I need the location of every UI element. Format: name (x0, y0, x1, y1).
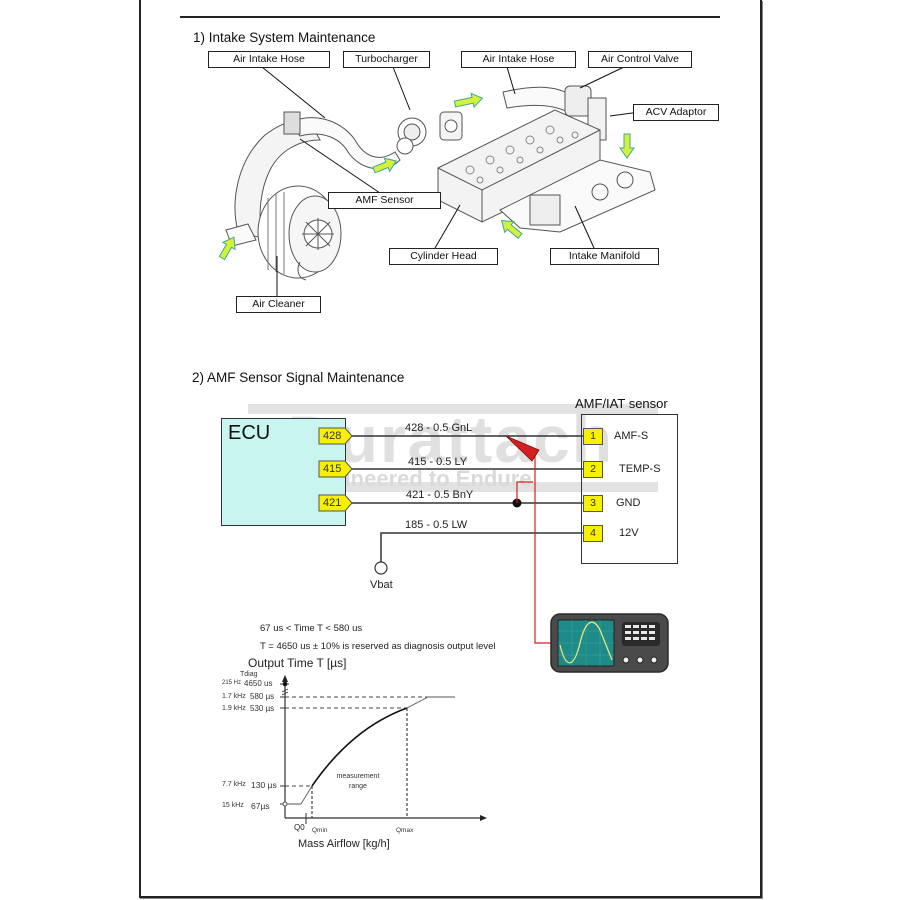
flow-arrow-icon (453, 92, 484, 109)
series-ramp (300, 785, 313, 805)
sensor-block (581, 414, 678, 564)
series-upper-ramp (406, 696, 429, 709)
sensor-pin-3: 3 (583, 495, 603, 512)
header-rule (180, 16, 720, 18)
callout-air-intake-hose-right: Air Intake Hose (461, 51, 576, 68)
vbat-terminal (374, 561, 388, 575)
sensor-pin-4: 4 (583, 525, 603, 542)
y-tick-time-130: 130 µs (251, 780, 277, 790)
ecu-label: ECU (228, 422, 271, 444)
flow-arrow-icon (619, 133, 635, 159)
wire-label-185: 185 - 0.5 LW (405, 519, 468, 531)
ecu-pin-tags (318, 427, 353, 512)
wire-185 (380, 532, 584, 563)
x-tick-q0: Q0 (294, 823, 305, 832)
sensor-pin-1: 1 (583, 428, 603, 445)
probe-lead (534, 452, 556, 644)
callout-air-control-valve: Air Control Valve (588, 51, 692, 68)
intake-hose-drawing (283, 111, 401, 170)
turbocharger-drawing (396, 111, 463, 155)
axis-break-mark (281, 688, 289, 696)
y-tick-time-67: 67µs (251, 801, 270, 811)
y-tick-freq-215: 215 Hz (222, 680, 242, 686)
callout-turbocharger: Turbocharger (343, 51, 430, 68)
chart-title: Output Time T [µs] (248, 656, 347, 670)
note-range: 67 us < Time T < 580 us (260, 623, 363, 634)
ecu-pin-428-tag (318, 427, 353, 445)
y-tick-freq-130: 7.7 kHz (222, 781, 246, 788)
callout-air-intake-hose-left: Air Intake Hose (208, 51, 330, 68)
note-diagnosis: T = 4650 us ± 10% is reserved as diagnos… (260, 641, 496, 652)
vbat-label: Vbat (370, 579, 393, 591)
flow-arrows (218, 92, 635, 261)
callout-cylinder-head: Cylinder Head (389, 248, 498, 265)
air-cleaner-drawing (225, 119, 342, 281)
callout-air-cleaner: Air Cleaner (236, 296, 321, 313)
tdiag-point (282, 681, 288, 687)
ecu-pin-421: 421 (323, 497, 342, 509)
section-1-title: 1) Intake System Maintenance (193, 30, 376, 45)
wire-label-428: 428 - 0.5 GnL (405, 422, 473, 434)
y-tick-freq-530: 1.9 kHz (222, 705, 246, 712)
ecu-pin-428: 428 (323, 430, 342, 442)
callout-acv-adaptor: ACV Adaptor (633, 104, 719, 121)
sensor-pin-2-name: TEMP-S (619, 463, 661, 475)
y-tick-time-4650: 4650 us (244, 679, 273, 688)
sensor-pin-3-name: GND (616, 497, 641, 509)
series-measurement-curve (311, 707, 408, 787)
y-tick-time-530: 530 µs (250, 704, 275, 713)
wire-label-415: 415 - 0.5 LY (408, 456, 468, 468)
intake-manifold-drawing (499, 159, 656, 233)
x-axis-label: Mass Airflow [kg/h] (298, 838, 390, 850)
leader-lines (261, 66, 641, 296)
x-axis-arrow (480, 815, 487, 821)
ecu-pin-421-tag (318, 494, 353, 512)
sensor-pin-4-name: 12V (619, 527, 639, 539)
flow-arrow-icon (372, 157, 398, 174)
x-tick-qmin: Qmin (312, 827, 328, 834)
callout-intake-manifold: Intake Manifold (550, 248, 659, 265)
sensor-pin-2: 2 (583, 461, 603, 478)
callout-amf-sensor: AMF Sensor (328, 192, 441, 209)
wire-label-421: 421 - 0.5 BnY (406, 489, 474, 501)
sensor-title: AMF/IAT sensor (575, 396, 668, 411)
y-axis-arrow (282, 675, 288, 682)
probe (516, 452, 556, 644)
flow-arrow-icon (500, 220, 523, 240)
wires (352, 435, 584, 563)
ecu-pin-415: 415 (323, 463, 342, 475)
oscilloscope-icon (550, 613, 669, 673)
section-2-title: 2) AMF Sensor Signal Maintenance (192, 370, 405, 385)
probe-tip-icon (505, 435, 540, 462)
measurement-range-annotation: measurement range (336, 773, 380, 790)
x-tick-qmax: Qmax (396, 827, 414, 834)
y-tick-freq-580: 1.7 kHz (222, 693, 246, 700)
ecu-pin-415-tag (318, 460, 353, 478)
y-tick-freq-67: 15 kHz (222, 802, 244, 809)
flow-arrow-icon (218, 236, 236, 261)
y-tick-tdiag-label: Tdiag (240, 671, 258, 678)
y-tick-time-580: 580 µs (250, 692, 275, 701)
sensor-pin-1-name: AMF-S (614, 430, 649, 442)
series-start-point (282, 801, 288, 807)
probe-ground-lead (516, 481, 533, 503)
